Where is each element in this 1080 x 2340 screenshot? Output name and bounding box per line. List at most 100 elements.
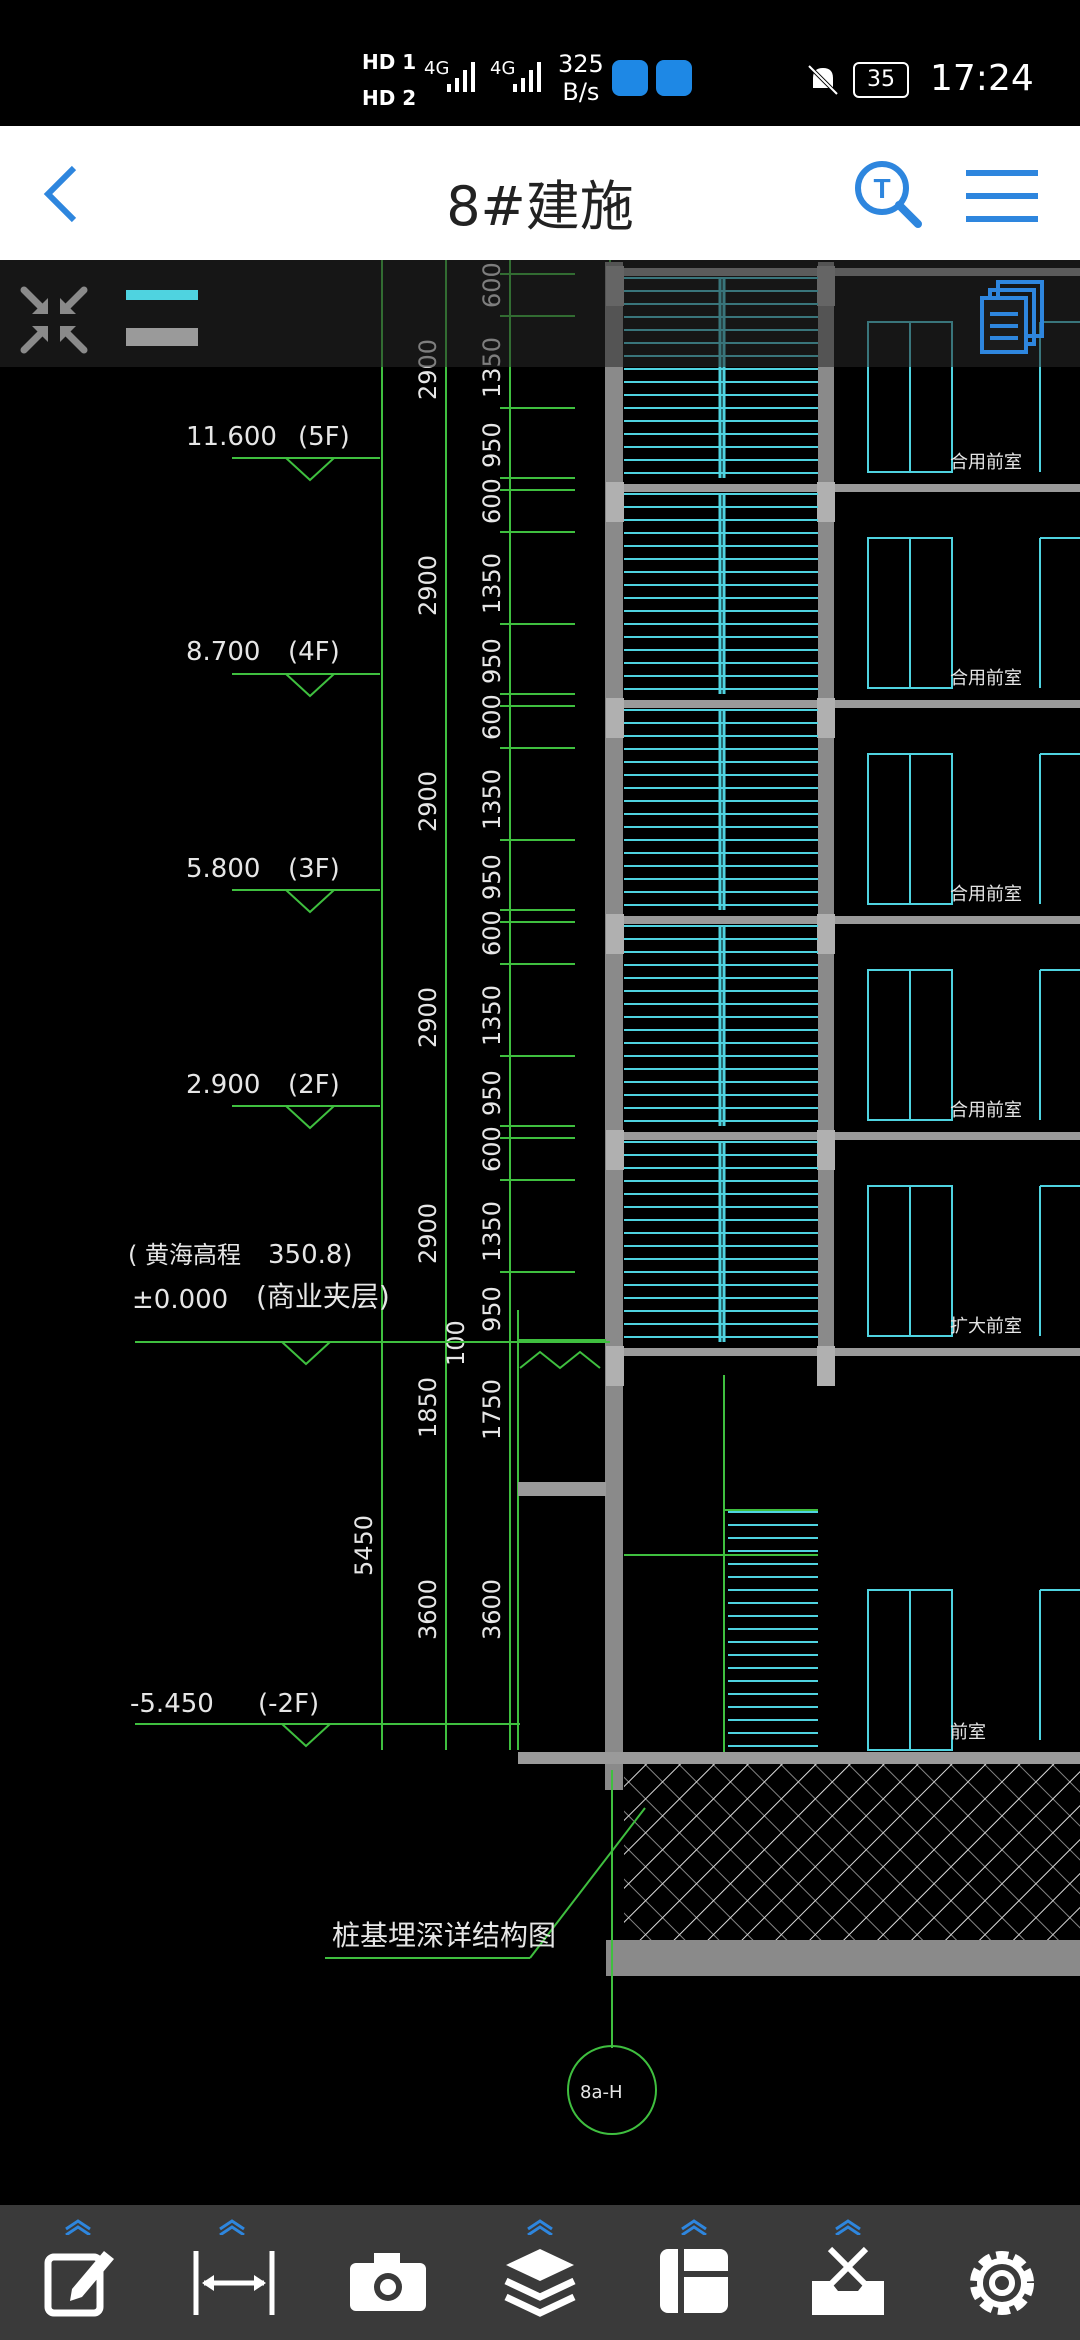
dim-part: 1350 bbox=[478, 769, 506, 830]
layers-icon bbox=[504, 2249, 576, 2317]
search-app-icon bbox=[656, 60, 692, 96]
basement-floor: (-2F) bbox=[258, 1689, 319, 1719]
camera-icon bbox=[350, 2253, 426, 2311]
level-floor-5f: (5F) bbox=[298, 422, 350, 452]
camera-button[interactable] bbox=[326, 2205, 446, 2340]
column-cap bbox=[817, 482, 835, 522]
basement-elev: -5.450 bbox=[130, 1689, 214, 1719]
level-floor-3f: (3F) bbox=[288, 854, 340, 884]
edit-icon bbox=[44, 2251, 114, 2317]
svg-text:T: T bbox=[873, 173, 890, 204]
mute-icon bbox=[807, 64, 839, 96]
clock: 17:24 bbox=[930, 58, 1034, 99]
column-cap bbox=[606, 1130, 624, 1170]
dim-basement-b: 3600 bbox=[478, 1579, 506, 1640]
settings-button[interactable] bbox=[942, 2205, 1062, 2340]
column-cap bbox=[817, 1130, 835, 1170]
line-style-inactive[interactable] bbox=[126, 328, 198, 346]
floor-slab bbox=[624, 1132, 1080, 1140]
bottom-toolbar bbox=[0, 2205, 1080, 2340]
column-cap bbox=[606, 482, 624, 522]
dim-floor-4f: 2900 bbox=[414, 555, 442, 616]
dim-part: 600 bbox=[478, 694, 506, 740]
layout-icon bbox=[660, 2249, 728, 2313]
dim-part: 950 bbox=[478, 1070, 506, 1116]
text-search-icon[interactable]: T bbox=[852, 158, 924, 230]
toolbox-button[interactable] bbox=[788, 2205, 908, 2340]
dim-part: 600 bbox=[478, 910, 506, 956]
chevron-up-icon bbox=[681, 2219, 707, 2235]
annotate-button[interactable] bbox=[18, 2205, 138, 2340]
room-label: 合用前室 bbox=[950, 884, 1022, 905]
level-elev-5f: 11.600 bbox=[186, 422, 277, 452]
page-title: 8#建施 bbox=[446, 175, 634, 238]
hd1-indicator: HD 1 bbox=[362, 50, 417, 74]
dim-basement-a: 3600 bbox=[414, 1579, 442, 1640]
chevron-up-icon bbox=[65, 2219, 91, 2235]
signal-icon-2 bbox=[513, 62, 541, 92]
signal-icon bbox=[447, 62, 475, 92]
floor-slab bbox=[624, 484, 1080, 492]
bulb-app-icon bbox=[612, 60, 648, 96]
room-label: 合用前室 bbox=[950, 1100, 1022, 1121]
floor-slab bbox=[624, 700, 1080, 708]
dim-floor-3f: 2900 bbox=[414, 771, 442, 832]
settings-icon bbox=[970, 2251, 1034, 2315]
network-type-2: 4G bbox=[490, 58, 516, 79]
ground-floor: (商业夹层) bbox=[256, 1280, 390, 1313]
dim-part: 950 bbox=[478, 638, 506, 684]
dim-part: 950 bbox=[478, 1286, 506, 1332]
dim-part: 1350 bbox=[478, 553, 506, 614]
measure-icon bbox=[193, 2251, 275, 2315]
title-bar: 8#建施 T bbox=[0, 126, 1080, 260]
dim-part: 600 bbox=[478, 1126, 506, 1172]
dim-part: 1350 bbox=[478, 985, 506, 1046]
dim-floor-1f: 2900 bbox=[414, 1203, 442, 1264]
chevron-up-icon bbox=[835, 2219, 861, 2235]
chevron-up-icon bbox=[527, 2219, 553, 2235]
layout-button[interactable] bbox=[634, 2205, 754, 2340]
dim-ground-c: 100 bbox=[442, 1320, 470, 1366]
dim-basement-total: 5450 bbox=[350, 1515, 378, 1576]
dim-part: 950 bbox=[478, 422, 506, 468]
room-label: 合用前室 bbox=[950, 452, 1022, 473]
level-elev-4f: 8.700 bbox=[186, 637, 260, 667]
level-marker-triangle bbox=[285, 457, 335, 482]
level-floor-2f: (2F) bbox=[288, 1070, 340, 1100]
network-type-1: 4G bbox=[424, 58, 450, 79]
ground-elev: ±0.000 bbox=[132, 1285, 228, 1315]
dim-ground-a: 1850 bbox=[414, 1377, 442, 1438]
column-cap bbox=[606, 698, 624, 738]
line-style-active[interactable] bbox=[126, 290, 198, 300]
battery-indicator: 35 bbox=[853, 62, 909, 98]
back-arrow-icon[interactable] bbox=[36, 162, 86, 226]
level-marker-triangle bbox=[285, 889, 335, 914]
view-toolbar bbox=[0, 260, 1080, 367]
layers-button[interactable] bbox=[480, 2205, 600, 2340]
dim-part: 1350 bbox=[478, 1201, 506, 1262]
room-label: 扩大前室 bbox=[950, 1316, 1022, 1337]
level-elev-2f: 2.900 bbox=[186, 1070, 260, 1100]
measure-button[interactable] bbox=[172, 2205, 292, 2340]
documents-icon[interactable] bbox=[978, 278, 1050, 358]
floor-slab bbox=[624, 916, 1080, 924]
level-floor-4f: (4F) bbox=[288, 637, 340, 667]
dim-part: 950 bbox=[478, 854, 506, 900]
dim-part: 600 bbox=[478, 478, 506, 524]
cad-drawing-canvas[interactable]: 11.600 (5F) 8.700 (4F) 5.800 (3F) 2.900 … bbox=[0, 260, 1080, 2205]
column-cap bbox=[817, 1346, 835, 1386]
level-marker-triangle bbox=[285, 673, 335, 698]
room-label: 合用前室 bbox=[950, 668, 1022, 689]
menu-icon[interactable] bbox=[964, 166, 1040, 226]
column-cap bbox=[817, 698, 835, 738]
hd2-indicator: HD 2 bbox=[362, 86, 417, 110]
dim-floor-2f: 2900 bbox=[414, 987, 442, 1048]
fit-screen-icon[interactable] bbox=[18, 284, 90, 356]
column-cap bbox=[606, 1346, 624, 1386]
grid-bubble-label: 8a-H bbox=[580, 2082, 623, 2103]
floor-slab bbox=[624, 1348, 1080, 1356]
pile-note: 桩基埋深详结构图 bbox=[332, 1919, 556, 1952]
ground-datum-note: ( 黄海高程 bbox=[128, 1241, 241, 1269]
